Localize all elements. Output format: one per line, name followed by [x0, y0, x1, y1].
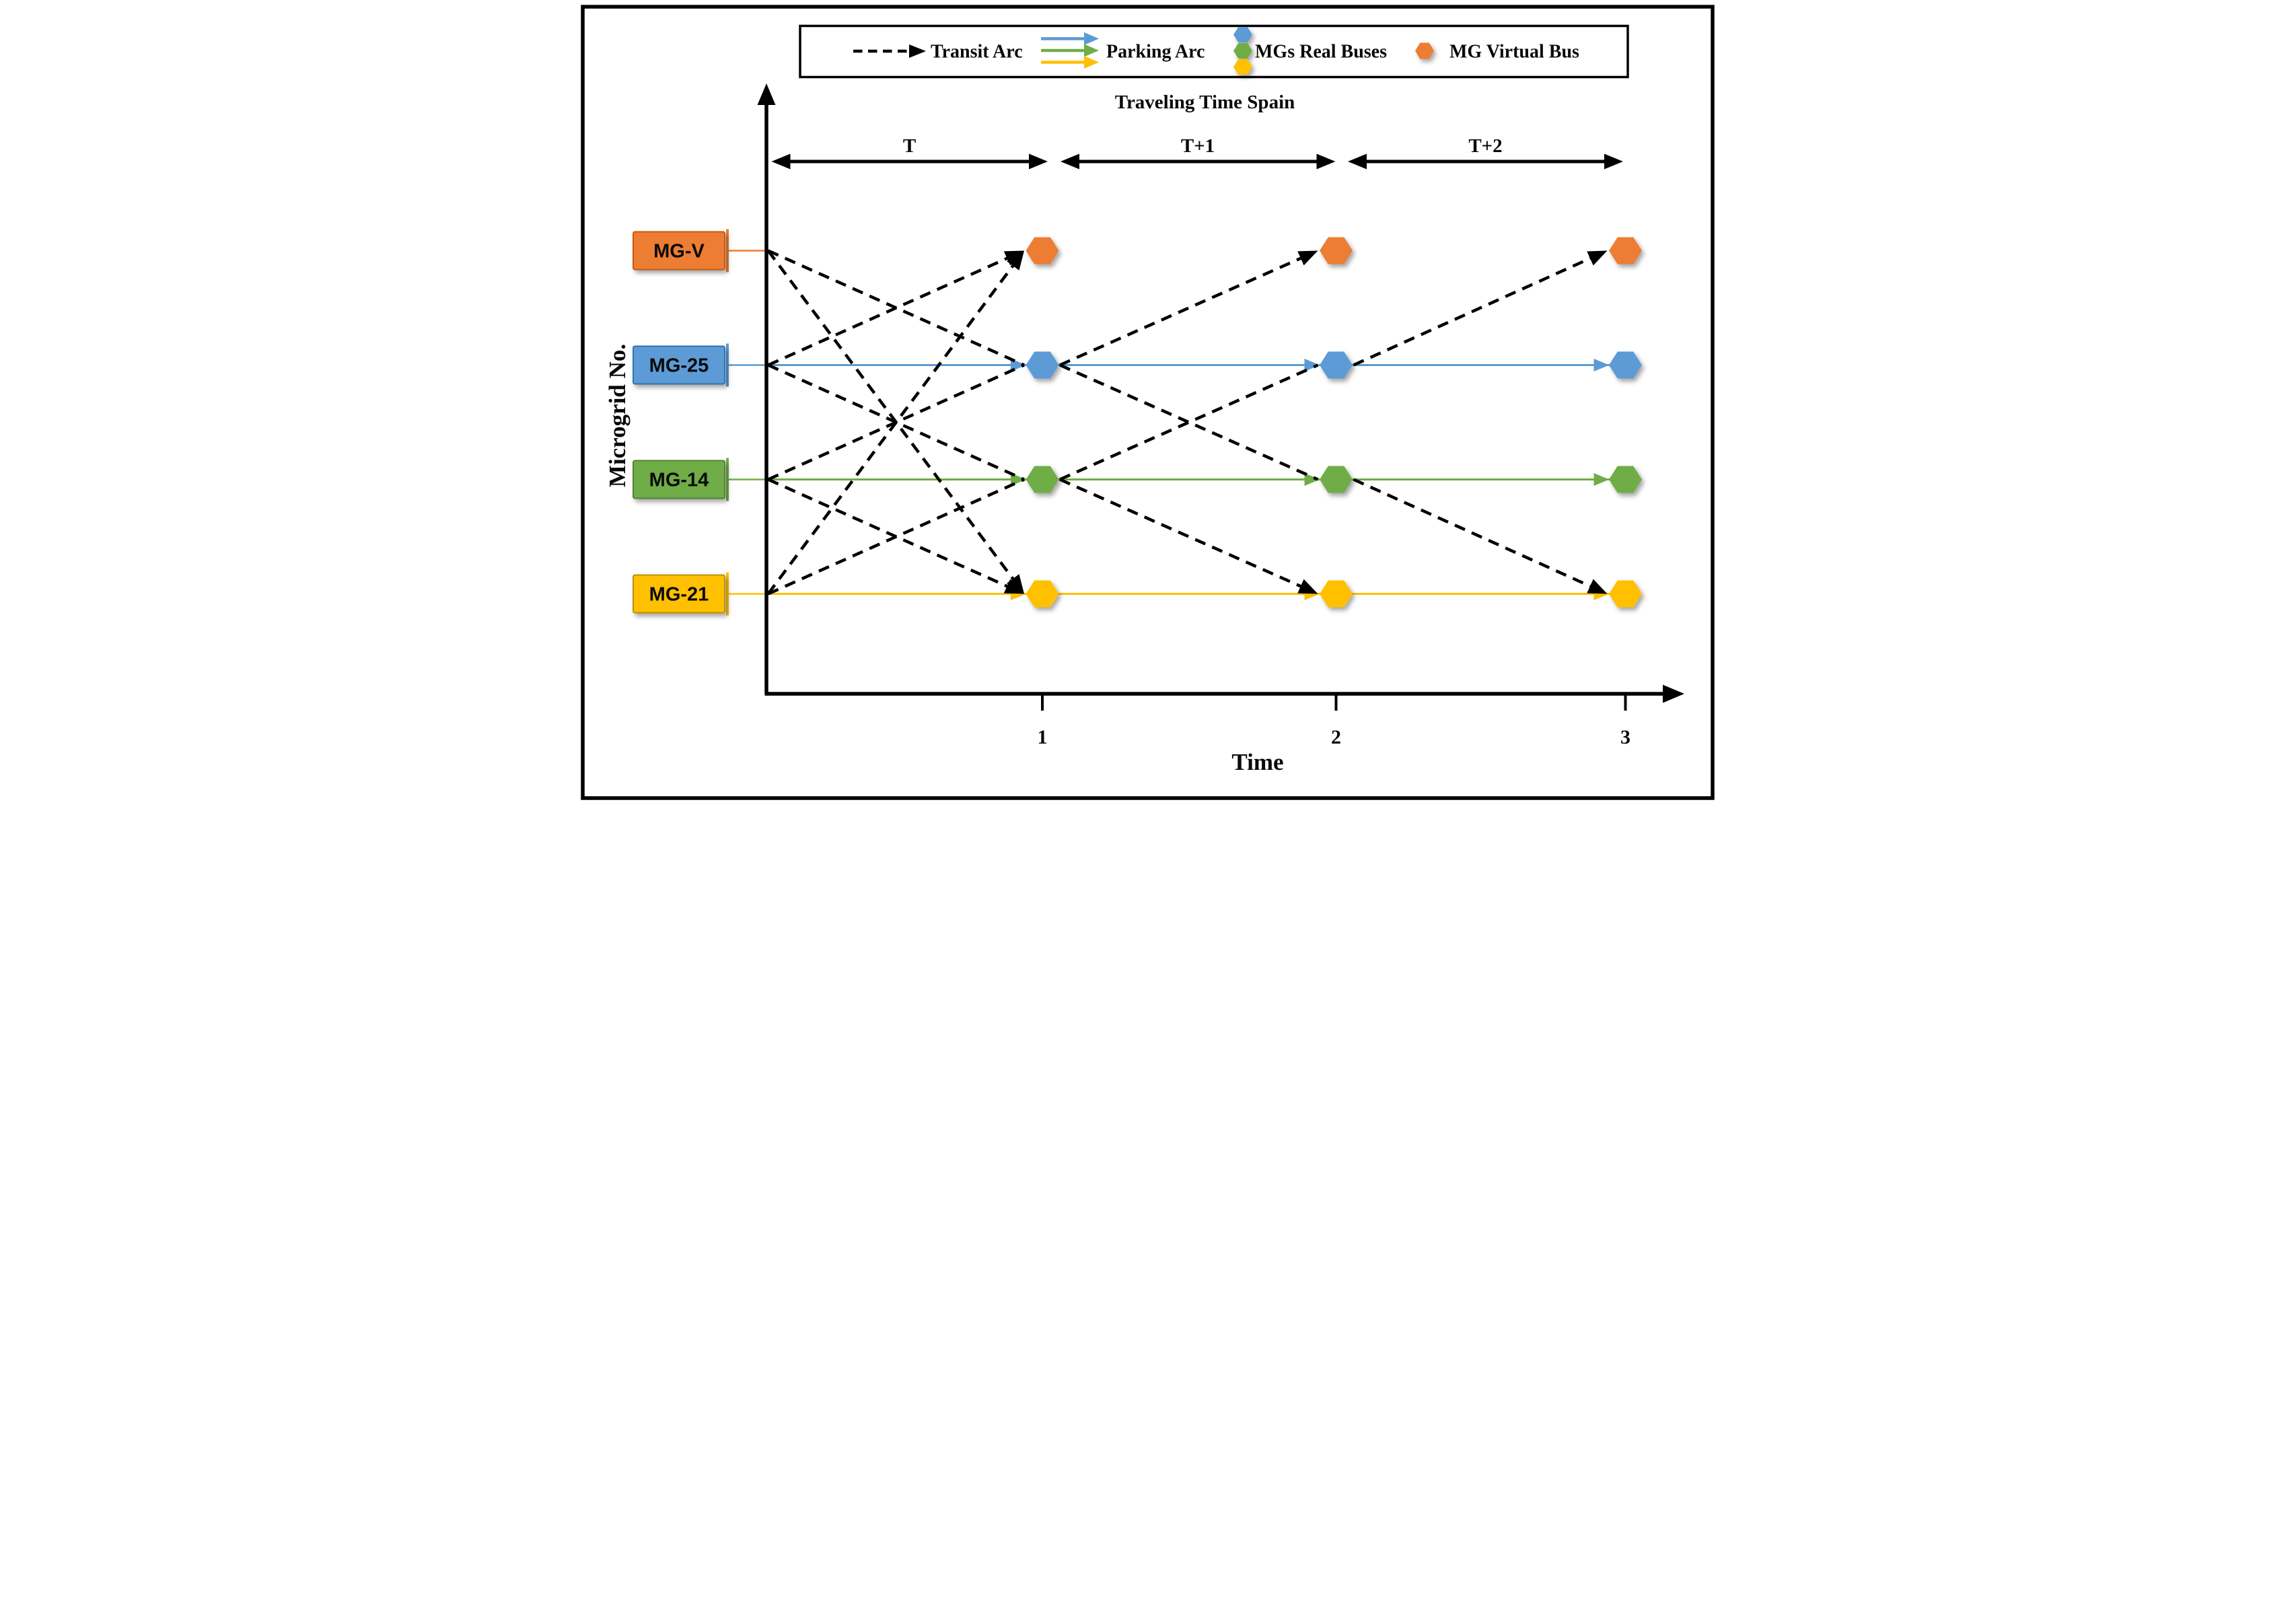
period-arrowhead-icon	[1348, 153, 1367, 170]
mg-label-accent-bar	[726, 458, 729, 501]
transit-arrowhead-icon	[1003, 579, 1024, 594]
legend-parking-arrowhead-icon	[1084, 56, 1099, 69]
transit-arc-line	[767, 478, 1014, 591]
real-bus-node	[1609, 351, 1642, 379]
x-tick-label: 1	[1038, 726, 1048, 748]
period-arrowhead-icon	[1029, 153, 1048, 170]
period-label-t1: T+1	[1181, 135, 1215, 157]
transit-arrowhead-icon	[1007, 574, 1024, 594]
legend-real-buses-label: MGs Real Buses	[1255, 42, 1387, 63]
transit-arrowhead-icon	[1297, 579, 1318, 594]
legend-parking-arrowhead-icon	[1084, 44, 1099, 57]
mg-label-text: MG-21	[649, 584, 709, 606]
legend-real-bus-icon	[1233, 43, 1252, 59]
virtual-bus-node	[1026, 237, 1059, 264]
transit-arc-line	[1059, 478, 1307, 591]
parking-arrowhead-icon	[1304, 473, 1320, 486]
parking-arrowhead-icon	[1593, 359, 1610, 371]
period-label-t2: T+2	[1468, 135, 1502, 157]
real-bus-node	[1609, 466, 1642, 493]
transit-arc-line	[766, 259, 1019, 595]
parking-arrowhead-icon	[1011, 359, 1026, 371]
real-bus-node	[1320, 466, 1353, 493]
legend-box	[799, 24, 1629, 79]
mg-label-accent-bar	[726, 343, 729, 387]
legend: Transit Arc Parking Arc MGs Real Buses M…	[799, 24, 1629, 79]
period-arrowhead-icon	[1316, 153, 1336, 170]
parking-arcs	[768, 359, 1626, 600]
transit-arc-line	[1353, 478, 1598, 591]
transit-arcs	[766, 249, 1608, 596]
mg-label-accent-bar	[726, 572, 729, 616]
x-axis-ticks: 1 2 3	[1038, 694, 1630, 748]
real-bus-node	[1026, 351, 1059, 379]
transit-arc-line	[1059, 254, 1307, 367]
period-arrowhead-icon	[1604, 153, 1623, 170]
transit-arc-line	[1059, 363, 1319, 481]
period-arrows	[771, 153, 1623, 170]
transit-arc-line	[1059, 363, 1319, 481]
mg-label-accent-bar	[726, 229, 729, 273]
real-bus-node	[1320, 580, 1353, 608]
legend-parking-arrowhead-icon	[1084, 32, 1099, 45]
legend-parking-label: Parking Arc	[1106, 42, 1205, 63]
real-bus-node	[1609, 580, 1642, 608]
bus-nodes	[1026, 237, 1642, 608]
real-bus-node	[1026, 580, 1059, 608]
x-axis-title: Time	[1231, 749, 1283, 775]
mg-label-box	[633, 345, 725, 385]
transit-arrowhead-icon	[1007, 250, 1024, 271]
legend-virtual-bus-icon	[1415, 42, 1434, 59]
axes	[757, 83, 1684, 703]
period-arrowhead-icon	[1061, 153, 1079, 170]
diagram-canvas: Transit Arc Parking Arc MGs Real Buses M…	[581, 5, 1715, 800]
mg-label-text: MG-V	[653, 241, 705, 262]
mg-label-box	[633, 574, 725, 614]
legend-real-bus-icon	[1233, 27, 1252, 42]
transit-arrowhead-icon	[1587, 250, 1608, 266]
x-tick-label: 2	[1331, 726, 1341, 748]
period-arrowhead-icon	[771, 153, 791, 170]
transit-arrowhead-icon	[1587, 579, 1608, 594]
transit-arc-line	[766, 250, 1019, 585]
period-label-t: T	[903, 135, 916, 157]
parking-arrowhead-icon	[1593, 473, 1610, 486]
x-axis-arrow-icon	[1663, 684, 1684, 703]
mg-label-box	[633, 460, 725, 499]
parking-arrowhead-icon	[1304, 359, 1320, 371]
real-bus-node	[1320, 351, 1353, 379]
chart-title: Traveling Time Spain	[1115, 92, 1295, 113]
x-tick-label: 3	[1620, 726, 1630, 748]
parking-arrowhead-icon	[1011, 473, 1026, 486]
mg-label-text: MG-25	[649, 355, 709, 377]
mg-label-text: MG-14	[649, 470, 709, 491]
mg-label-box	[633, 231, 725, 271]
y-axis-arrow-icon	[757, 83, 776, 105]
transit-arc-line	[767, 478, 1025, 596]
transit-arc-line	[1353, 254, 1598, 367]
transit-arc-line	[767, 254, 1014, 367]
legend-transit-label: Transit Arc	[931, 42, 1023, 63]
virtual-bus-node	[1609, 237, 1642, 264]
figure: Transit Arc Parking Arc MGs Real Buses M…	[574, 0, 1722, 806]
virtual-bus-node	[1320, 237, 1353, 264]
legend-real-bus-icon	[1233, 59, 1252, 75]
real-bus-node	[1026, 466, 1059, 493]
legend-virtual-bus-label: MG Virtual Bus	[1449, 42, 1579, 63]
y-axis-title: Microgrid No.	[604, 344, 631, 487]
transit-arrowhead-icon	[1297, 250, 1318, 266]
legend-transit-arrowhead-icon	[909, 44, 926, 58]
